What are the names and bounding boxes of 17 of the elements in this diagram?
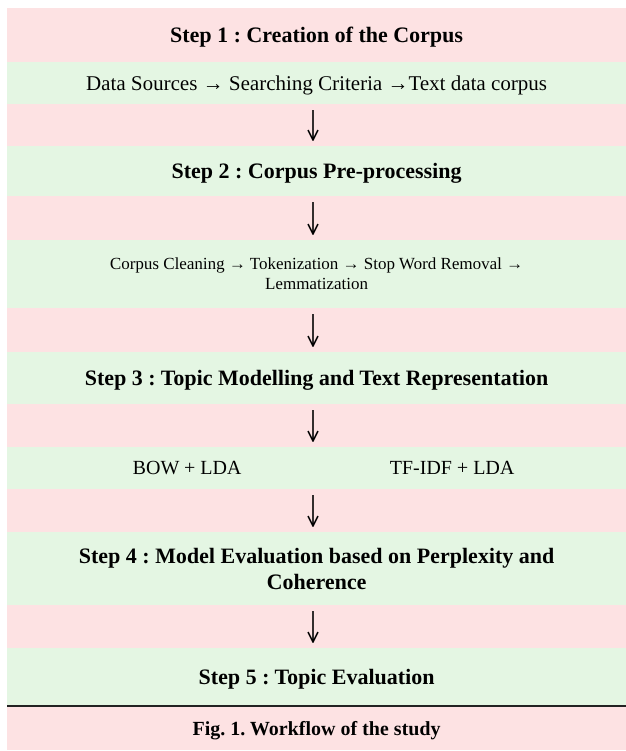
- step-heading: Step 1 : Creation of the Corpus: [170, 22, 463, 48]
- process-row: Data Sources → Searching Criteria →Text data corpus: [86, 70, 547, 96]
- method-band: [7, 447, 626, 489]
- method-label: TF-IDF + LDA: [390, 456, 514, 480]
- arrow: [307, 495, 319, 527]
- step-heading: Step 3 : Topic Modelling and Text Representation: [84, 365, 548, 391]
- step-heading: Step 2 : Corpus Pre-processing: [171, 158, 462, 184]
- method-label: BOW + LDA: [132, 456, 242, 480]
- arrow: [307, 410, 319, 442]
- step-heading: Step 4 : Model Evaluation based on Perplexity and Coherence: [78, 542, 556, 594]
- step-heading: Step 5 : Topic Evaluation: [198, 664, 434, 690]
- figure-caption: Fig. 1. Workflow of the study: [192, 718, 440, 740]
- arrow: [307, 110, 319, 141]
- arrow: [307, 314, 319, 347]
- process-row-text: Corpus Cleaning → Tokenization → Stop Word Removal → Lemmatization: [108, 254, 524, 294]
- arrow: [307, 611, 319, 643]
- arrow: [307, 202, 319, 235]
